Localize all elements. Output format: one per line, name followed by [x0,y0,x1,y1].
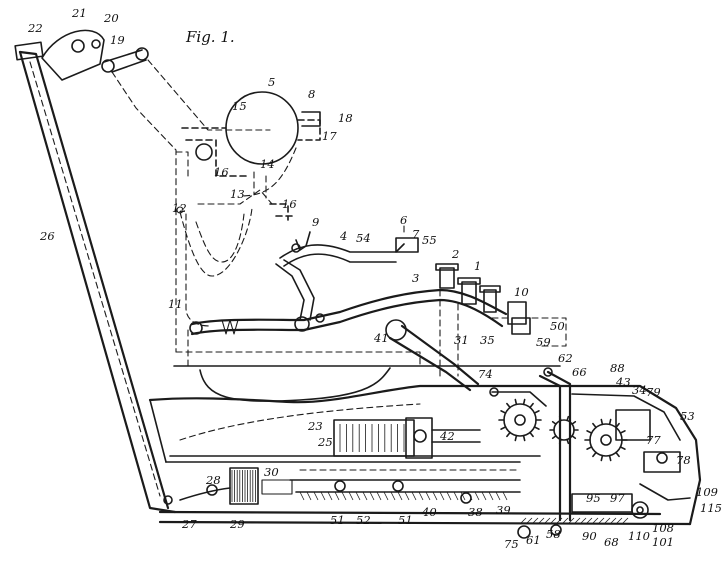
typebar-segment [333,417,481,459]
callout-label: 2 [451,247,459,261]
callout-label: 27 [181,517,197,531]
callout-label: 20 [103,11,119,25]
callout-label: 21 [71,6,87,20]
callout-label: 97 [610,491,625,505]
callout-label: 17 [322,129,337,143]
callout-label: 28 [205,473,221,487]
callout-label: 43 [615,375,631,389]
wheel-assembly [175,91,321,197]
callout-label: 66 [572,365,587,379]
callout-label: 16 [214,165,229,179]
callout-label: 90 [582,529,597,543]
callout-label: 59 [536,335,551,349]
callout-label: 41 [373,331,389,345]
callout-label: 52 [356,513,371,527]
callout-label: 31 [454,333,469,347]
callout-label: 1 [474,259,481,273]
callout-label: 39 [496,503,511,517]
callout-label: 108 [652,521,674,535]
callout-label: 22 [27,21,43,35]
spring-stack [163,467,293,505]
lever-4 [279,225,419,267]
housing-upper [173,319,561,402]
bottom-rails [289,469,521,504]
callout-label: 51 [398,513,413,527]
callout-label: 101 [652,535,674,549]
callout-label: 115 [700,501,722,515]
callout-label: 4 [339,229,347,243]
callout-label: 53 [680,409,695,423]
callout-label: 12 [172,201,187,215]
callout-label: 34 [632,383,647,397]
callout-label: 7 [412,227,420,241]
callout-label: 11 [168,297,183,311]
callout-label: 75 [504,537,519,551]
callout-label: 50 [550,319,565,333]
callout-label: 54 [356,231,371,245]
callout-label: 30 [264,465,279,479]
callout-label: 78 [676,453,691,467]
callout-label: 9 [312,215,319,229]
callout-label: 15 [232,99,247,113]
frame-linkage [176,171,297,327]
callout-label: 23 [307,419,323,433]
callout-label: 6 [400,213,407,227]
callout-label: 61 [526,533,541,547]
callout-label: 79 [646,385,661,399]
right-housing [517,384,702,539]
callout-label: 10 [514,285,529,299]
callout-label: 25 [317,435,333,449]
callout-label: 3 [412,271,419,285]
callout-label: 5 [268,75,275,89]
callout-label: 42 [439,429,455,443]
callout-label: 77 [646,433,661,447]
callout-label: 35 [480,333,495,347]
callout-label: 51 [330,513,345,527]
callout-label: 13 [230,187,245,201]
upper-linkage [41,29,271,353]
callout-label: 109 [696,485,718,499]
callout-label: 38 [468,505,483,519]
callout-label: 95 [586,491,601,505]
upright-posts [435,263,567,377]
callout-label: 110 [628,529,650,543]
lever-3 [189,259,508,336]
callout-label: 18 [338,111,353,125]
callout-label: 74 [478,367,493,381]
callout-label: 40 [421,505,437,519]
callout-label: 19 [110,33,125,47]
callout-label: 88 [610,361,625,375]
callout-label: 29 [229,517,245,531]
callout-label: 8 [308,87,315,101]
support-arm [14,41,177,514]
callout-label: 14 [260,157,275,171]
callout-label: 58 [546,527,561,541]
escapement-mechanism [489,367,623,522]
callout-label: 26 [39,229,55,243]
callout-label: 62 [558,351,573,365]
callout-label: 16 [282,197,297,211]
callout-label: 68 [604,535,619,549]
figure-title: Fig. 1. [185,28,235,46]
callout-label: 55 [422,233,437,247]
